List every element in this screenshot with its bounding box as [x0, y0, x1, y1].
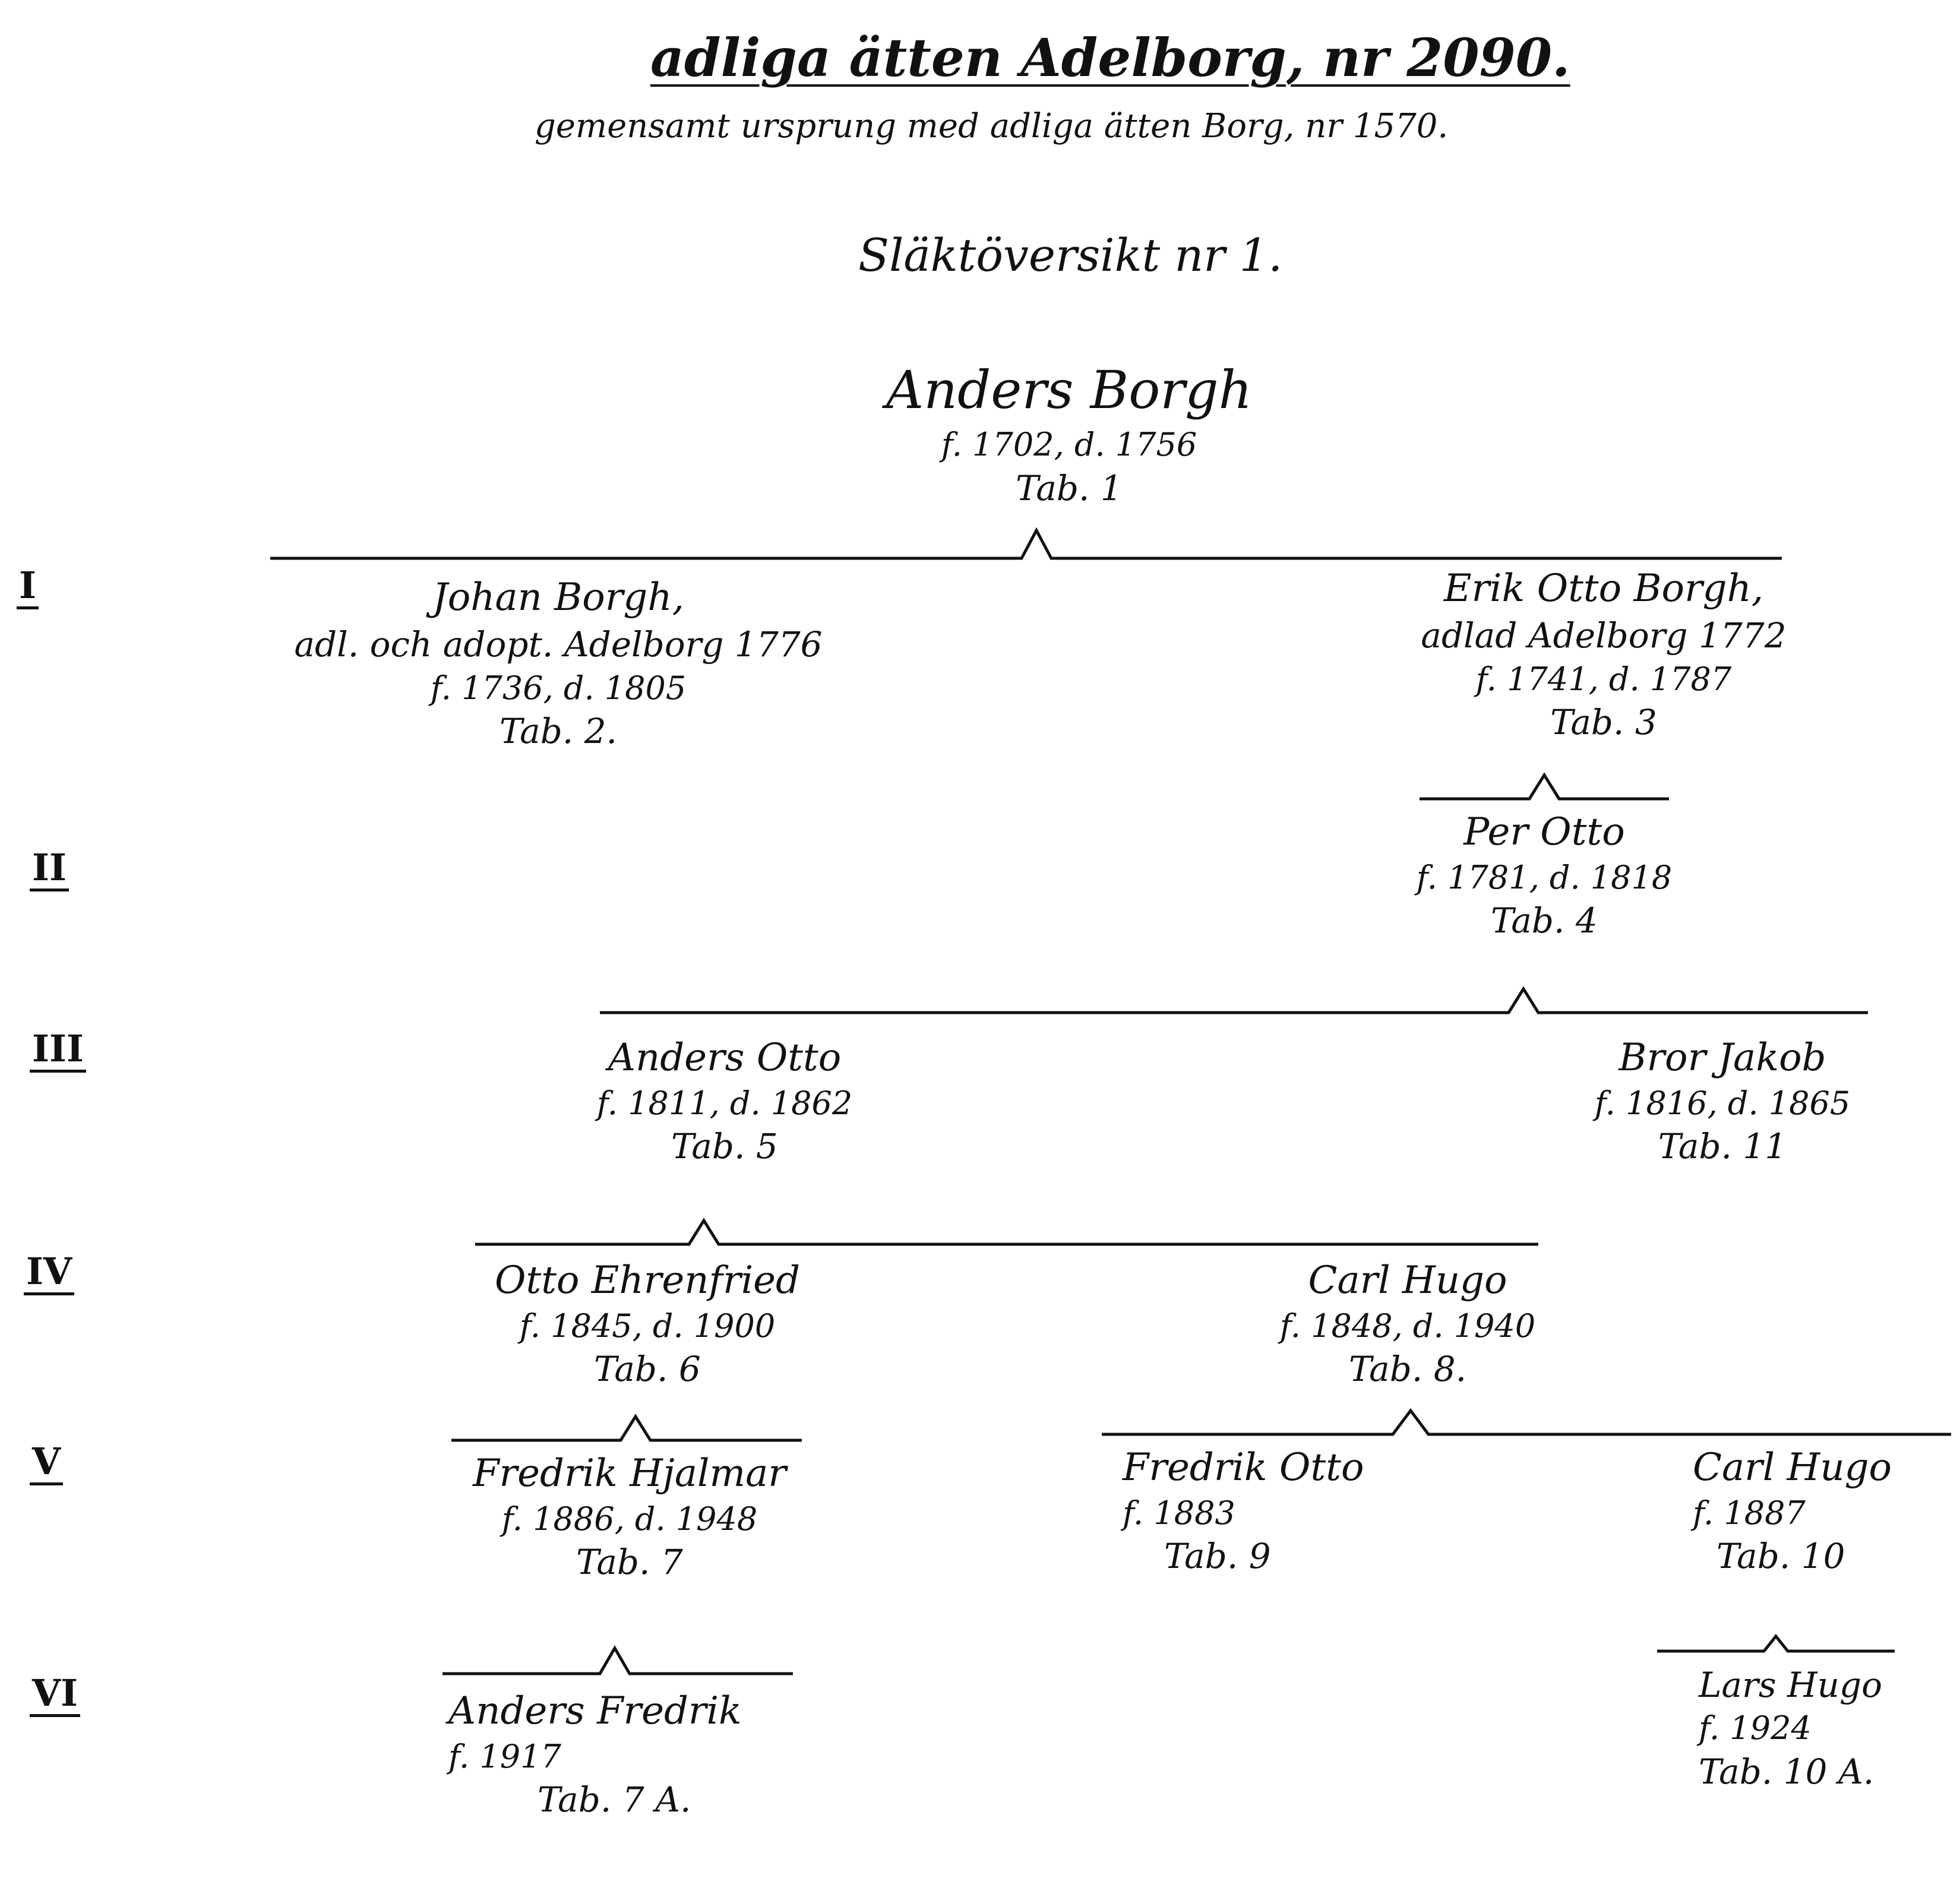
- person-tab: Tab. 10: [1716, 1536, 1845, 1577]
- person-dates: f. 1816, d. 1865: [1594, 1085, 1851, 1123]
- person-dates: f. 1736, d. 1805: [430, 669, 687, 707]
- person-dates: f. 1886, d. 1948: [501, 1500, 758, 1538]
- person-bror-jakob: Bror Jakob f. 1816, d. 1865 Tab. 11: [1538, 1033, 1907, 1169]
- generation-label-iv: IV: [24, 1253, 75, 1295]
- person-tab: Tab. 4: [1491, 900, 1598, 941]
- person-johan: Johan Borgh, adl. och adopt. Adelborg 17…: [261, 573, 855, 754]
- connector-gen-5a: [451, 1414, 802, 1442]
- person-tab: Tab. 7: [576, 1542, 683, 1583]
- person-tab: Tab. 2.: [499, 710, 618, 751]
- person-carl-hugo-1887: Carl Hugo f. 1887 Tab. 10: [1693, 1443, 1948, 1579]
- person-name: Johan Borgh,: [432, 576, 684, 619]
- person-carl-hugo-1848: Carl Hugo f. 1848, d. 1940 Tab. 8.: [1229, 1256, 1586, 1392]
- person-dates: f. 1917: [448, 1738, 561, 1776]
- connector-gen-6b: [1657, 1633, 1895, 1653]
- overview-title: Släktöversikt nr 1.: [858, 229, 1283, 282]
- person-fredrik-otto: Fredrik Otto f. 1883 Tab. 9: [1123, 1443, 1431, 1579]
- person-root: Anders Borgh f. 1702, d. 1756 Tab. 1: [861, 356, 1277, 511]
- person-tab: Tab. 6: [594, 1349, 701, 1390]
- connector-gen-4: [475, 1218, 1538, 1246]
- page-subtitle: gemensamt ursprung med adliga ätten Borg…: [535, 107, 1449, 146]
- person-name: Lars Hugo: [1699, 1665, 1883, 1705]
- person-erik: Erik Otto Borgh, adlad Adelborg 1772 f. …: [1336, 564, 1871, 745]
- person-note: adlad Adelborg 1772: [1421, 615, 1787, 656]
- person-dates: f. 1702, d. 1756: [941, 426, 1197, 464]
- generation-label-vi: VI: [30, 1675, 81, 1717]
- person-tab: Tab. 5: [671, 1126, 778, 1167]
- person-dates: f. 1887: [1693, 1494, 1806, 1532]
- person-name: Anders Otto: [608, 1036, 842, 1080]
- person-name: Bror Jakob: [1618, 1036, 1826, 1080]
- person-tab: Tab. 7 A.: [538, 1779, 691, 1820]
- person-name: Erik Otto Borgh,: [1443, 567, 1764, 611]
- person-dates: f. 1781, d. 1818: [1416, 859, 1673, 897]
- generation-label-iii: III: [30, 1030, 87, 1073]
- connector-gen-6a: [442, 1645, 793, 1675]
- person-tab: Tab. 8.: [1348, 1349, 1467, 1390]
- person-otto-ehrenfried: Otto Ehrenfried f. 1845, d. 1900 Tab. 6: [463, 1256, 832, 1392]
- person-tab: Tab. 11: [1658, 1126, 1787, 1167]
- person-tab: Tab. 1: [1016, 467, 1123, 508]
- page-title: adliga ätten Adelborg, nr 2090.: [650, 27, 1570, 88]
- connector-gen-2: [1420, 772, 1669, 801]
- person-tab: Tab. 9: [1164, 1536, 1271, 1577]
- connector-gen-3: [600, 986, 1868, 1014]
- generation-label-ii: II: [30, 849, 69, 891]
- generation-label-i: I: [17, 567, 39, 609]
- person-dates: f. 1845, d. 1900: [519, 1307, 776, 1345]
- person-tab: Tab. 10 A.: [1699, 1751, 1874, 1792]
- person-note: adl. och adopt. Adelborg 1776: [294, 624, 823, 665]
- person-name: Anders Borgh: [886, 359, 1253, 420]
- connector-gen-5b: [1102, 1408, 1951, 1436]
- person-dates: f. 1741, d. 1787: [1475, 660, 1732, 698]
- person-name: Fredrik Hjalmar: [473, 1452, 786, 1496]
- person-name: Anders Fredrik: [448, 1689, 742, 1733]
- person-name: Otto Ehrenfried: [495, 1259, 800, 1302]
- person-dates: f. 1883: [1123, 1494, 1235, 1532]
- person-anders-otto: Anders Otto f. 1811, d. 1862 Tab. 5: [546, 1033, 903, 1169]
- person-name: Carl Hugo: [1693, 1446, 1892, 1490]
- person-name: Per Otto: [1463, 810, 1625, 854]
- person-fredrik-hjalmar: Fredrik Hjalmar f. 1886, d. 1948 Tab. 7: [440, 1449, 820, 1585]
- person-lars-hugo: Lars Hugo f. 1924 Tab. 10 A.: [1699, 1663, 1948, 1794]
- generation-label-v: V: [30, 1443, 64, 1485]
- person-dates: f. 1924: [1699, 1709, 1812, 1747]
- person-dates: f. 1848, d. 1940: [1279, 1307, 1536, 1345]
- person-anders-fredrik: Anders Fredrik f. 1917 Tab. 7 A.: [448, 1687, 805, 1823]
- person-tab: Tab. 3: [1550, 701, 1657, 742]
- person-name: Carl Hugo: [1308, 1259, 1507, 1302]
- person-per-otto: Per Otto f. 1781, d. 1818 Tab. 4: [1366, 808, 1722, 944]
- person-dates: f. 1811, d. 1862: [596, 1085, 853, 1123]
- person-name: Fredrik Otto: [1123, 1446, 1364, 1490]
- connector-gen-1: [270, 527, 1782, 560]
